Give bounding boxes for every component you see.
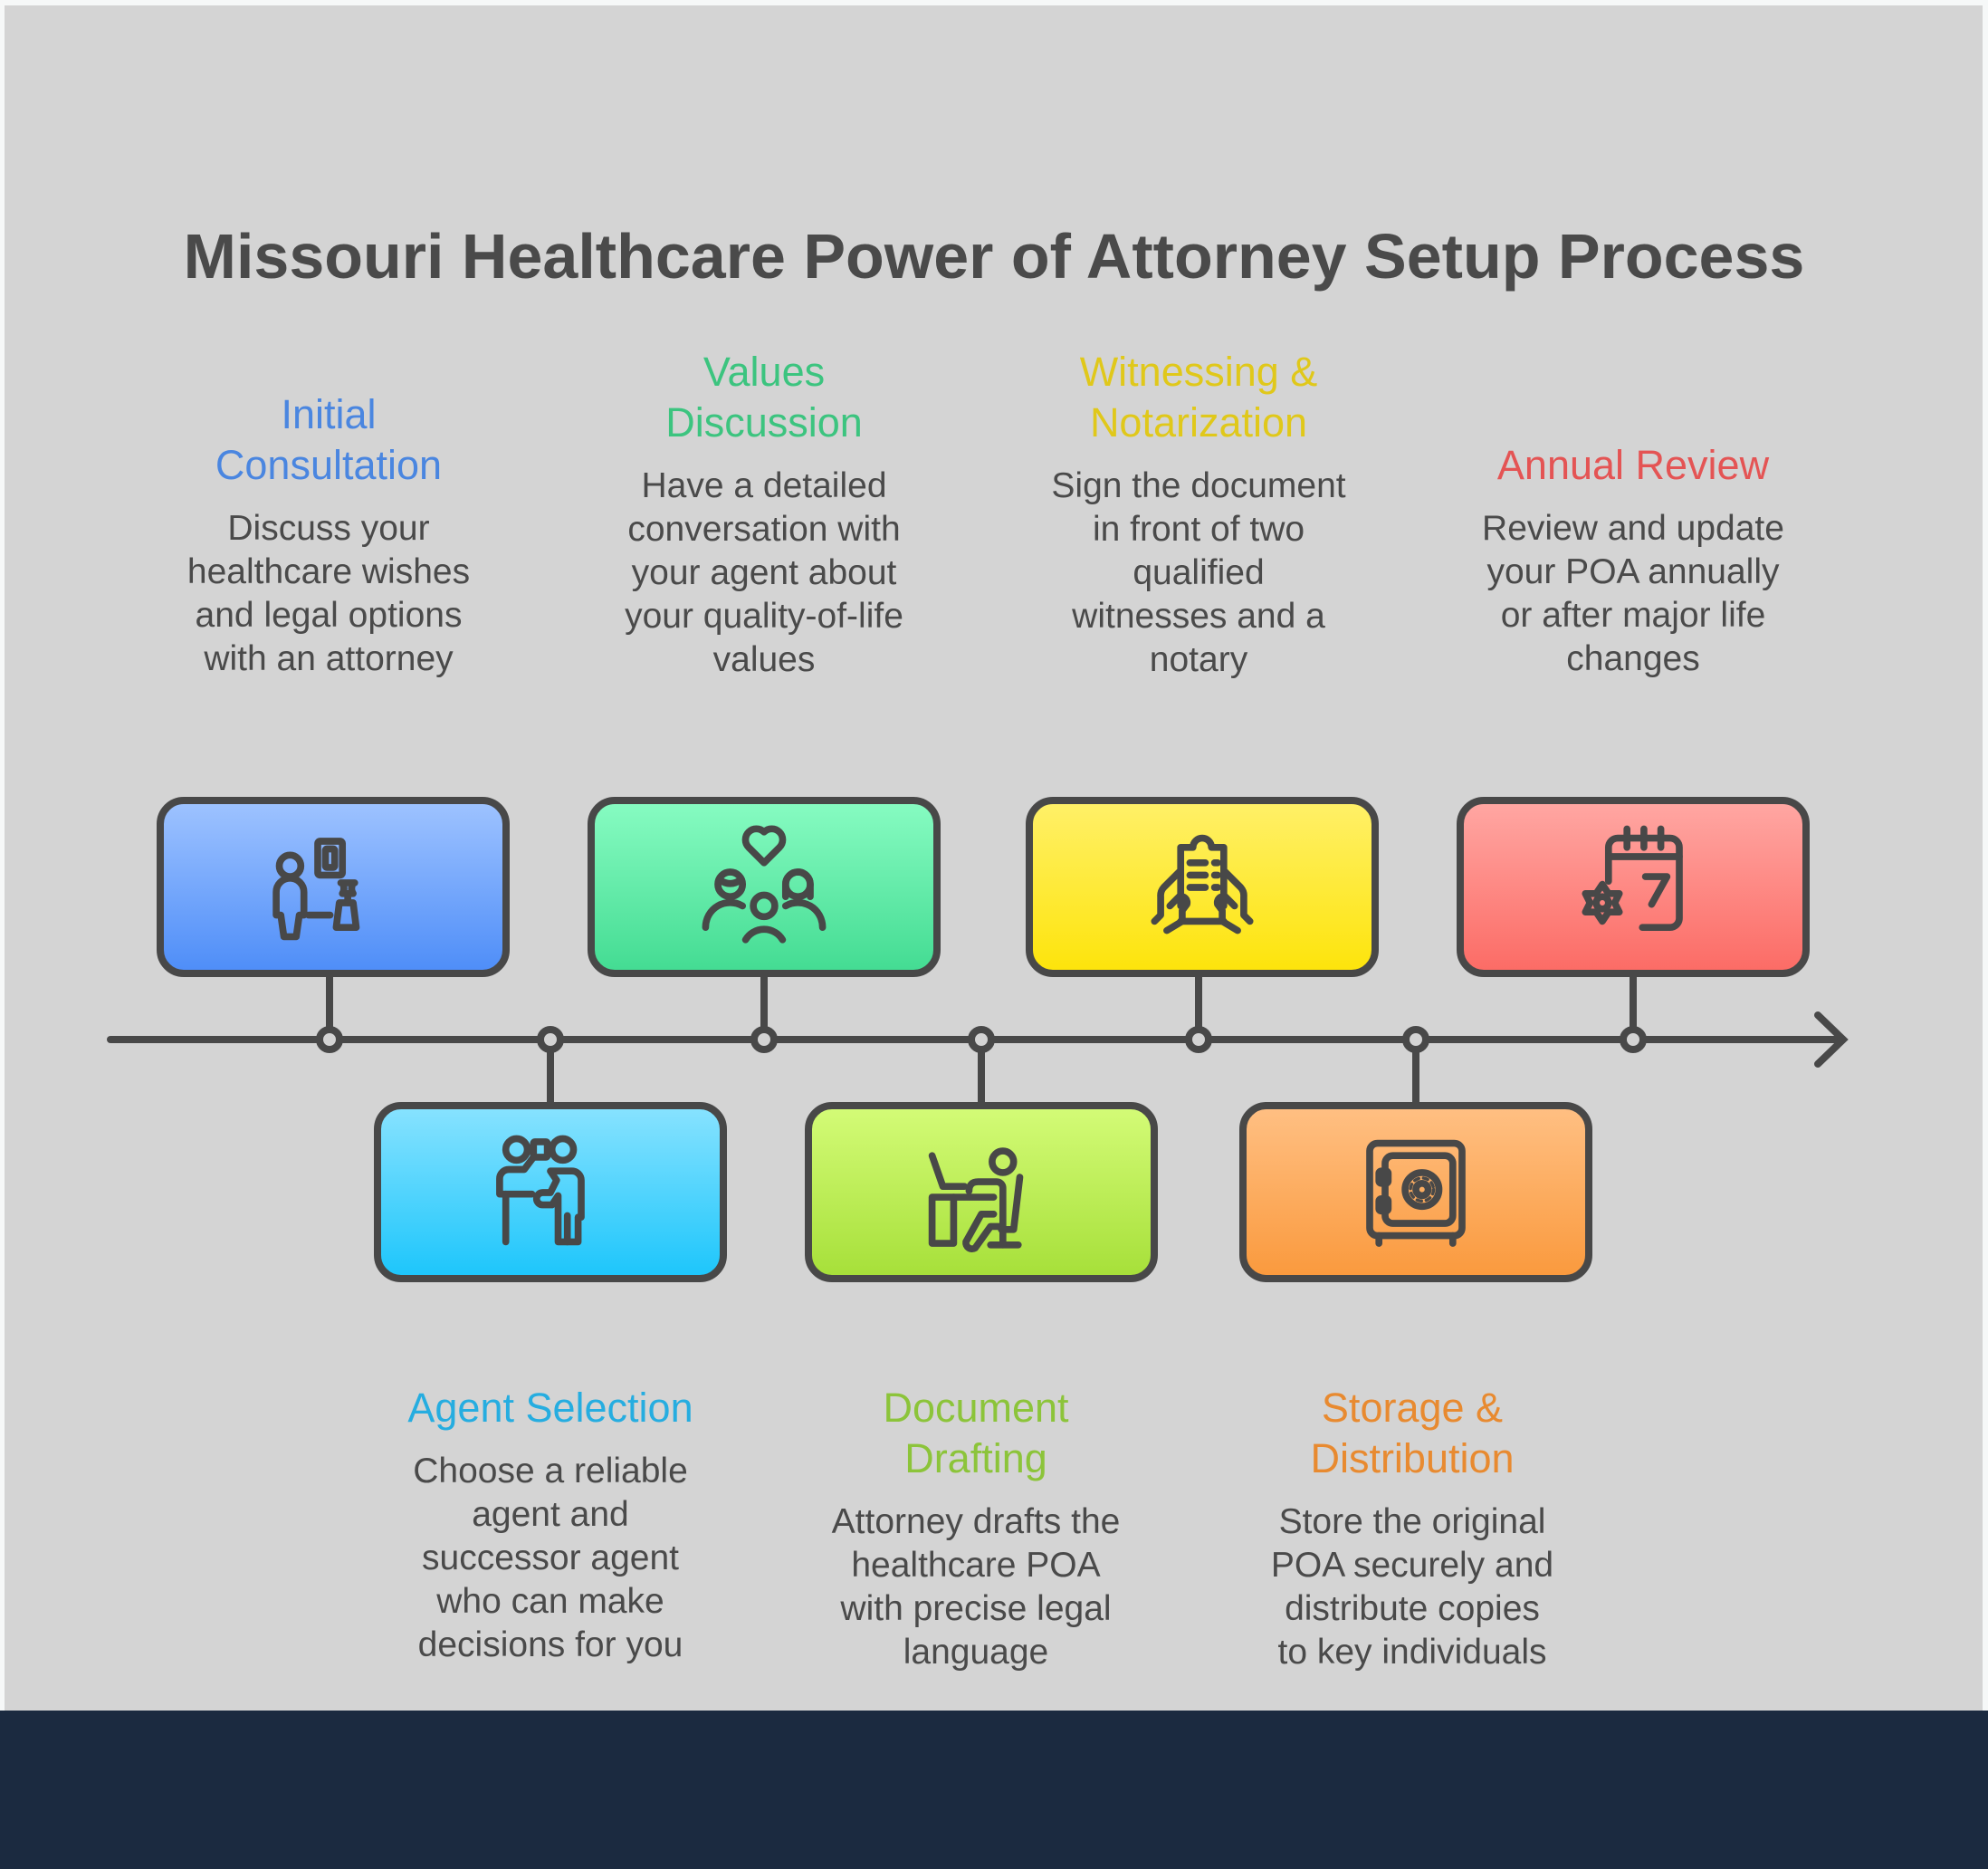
step-5-card: [1026, 797, 1379, 977]
hands-holding-document-icon: [1151, 834, 1254, 934]
step-2-text: Agent Selection Choose a reliable agent …: [360, 1383, 741, 1667]
step-2-heading: Agent Selection: [407, 1385, 693, 1431]
agent-selection-people-icon: [496, 1135, 585, 1245]
timeline-node-2: [537, 1026, 564, 1053]
description-line: Discuss your: [227, 509, 430, 548]
step-6-text: Storage & Distribution Store the origina…: [1222, 1383, 1602, 1674]
timeline-node-1: [316, 1026, 343, 1053]
step-6-description: Store the original POA securely and dist…: [1222, 1500, 1602, 1674]
timeline-node-4: [968, 1026, 995, 1053]
step-1-heading: Initial Consultation: [215, 391, 443, 488]
description-line: qualified: [1133, 553, 1265, 592]
description-line: with precise legal: [840, 1589, 1112, 1628]
description-line: in front of two: [1092, 510, 1305, 549]
step-7-description: Review and update your POA annually or a…: [1443, 507, 1823, 681]
description-line: Choose a reliable: [413, 1452, 688, 1490]
timeline-node-3: [750, 1026, 778, 1053]
arrow-right-icon: [1814, 1011, 1849, 1068]
step-5-heading: Witnessing & Notarization: [1079, 349, 1318, 446]
description-line: your agent about: [631, 553, 897, 592]
step-6-heading: Storage & Distribution: [1310, 1385, 1515, 1481]
footer-bar: [0, 1711, 1988, 1869]
description-line: POA securely and: [1270, 1546, 1554, 1585]
description-line: healthcare wishes: [186, 552, 471, 591]
step-5-description: Sign the document in front of two qualif…: [1008, 465, 1389, 682]
description-line: Have a detailed: [641, 466, 887, 505]
description-line: notary: [1149, 640, 1248, 679]
description-line: agent and: [472, 1495, 629, 1534]
step-7-heading: Annual Review: [1496, 442, 1770, 488]
step-4-text: Document Drafting Attorney drafts the he…: [786, 1383, 1166, 1674]
description-line: your quality-of-life: [625, 597, 903, 636]
timeline-node-7: [1620, 1026, 1647, 1053]
description-line: decisions for you: [417, 1625, 683, 1664]
description-line: values: [712, 640, 816, 679]
step-6-card: [1239, 1102, 1592, 1282]
step-3-card: [588, 797, 941, 977]
description-line: conversation with: [627, 510, 901, 549]
description-line: witnesses and a: [1072, 597, 1325, 636]
step-3-text: Values Discussion Have a detailed conver…: [574, 347, 954, 682]
step-1-card: [157, 797, 510, 977]
family-heart-icon: [702, 825, 827, 944]
timeline-node-6: [1402, 1026, 1429, 1053]
timeline-node-5: [1185, 1026, 1212, 1053]
description-line: healthcare POA: [851, 1546, 1101, 1585]
description-line: distribute copies: [1285, 1589, 1540, 1628]
step-5-text: Witnessing & Notarization Sign the docum…: [1008, 347, 1389, 682]
step-1-text: Initial Consultation Discuss your health…: [139, 389, 519, 681]
page-title: Missouri Healthcare Power of Attorney Se…: [183, 220, 1805, 292]
step-7-card: [1457, 797, 1810, 977]
step-4-heading: Document Drafting: [883, 1385, 1069, 1481]
description-line: and legal options: [195, 596, 463, 635]
description-line: Attorney drafts the: [831, 1502, 1121, 1541]
description-line: your POA annually: [1486, 552, 1780, 591]
consultation-meeting-icon: [272, 837, 360, 940]
description-line: Sign the document: [1051, 466, 1346, 505]
step-4-card: [805, 1102, 1158, 1282]
step-1-description: Discuss your healthcare wishes and legal…: [139, 507, 519, 681]
description-line: language: [903, 1633, 1049, 1672]
step-2-description: Choose a reliable agent and successor ag…: [360, 1450, 741, 1667]
description-line: to key individuals: [1277, 1633, 1547, 1672]
description-line: Store the original: [1278, 1502, 1546, 1541]
description-line: or after major life: [1500, 596, 1766, 635]
step-4-description: Attorney drafts the healthcare POA with …: [786, 1500, 1166, 1674]
person-at-desk-icon: [928, 1146, 1024, 1252]
step-3-heading: Values Discussion: [665, 349, 863, 446]
safe-vault-icon: [1366, 1139, 1466, 1247]
step-7-text: Annual Review Review and update your POA…: [1443, 440, 1823, 681]
calendar-gear-icon: [1582, 825, 1683, 931]
step-3-description: Have a detailed conversation with your a…: [574, 465, 954, 682]
description-line: changes: [1566, 639, 1700, 678]
description-line: successor agent: [422, 1538, 679, 1577]
description-line: who can make: [436, 1582, 664, 1621]
step-2-card: [374, 1102, 727, 1282]
description-line: Review and update: [1482, 509, 1784, 548]
description-line: with an attorney: [204, 639, 454, 678]
